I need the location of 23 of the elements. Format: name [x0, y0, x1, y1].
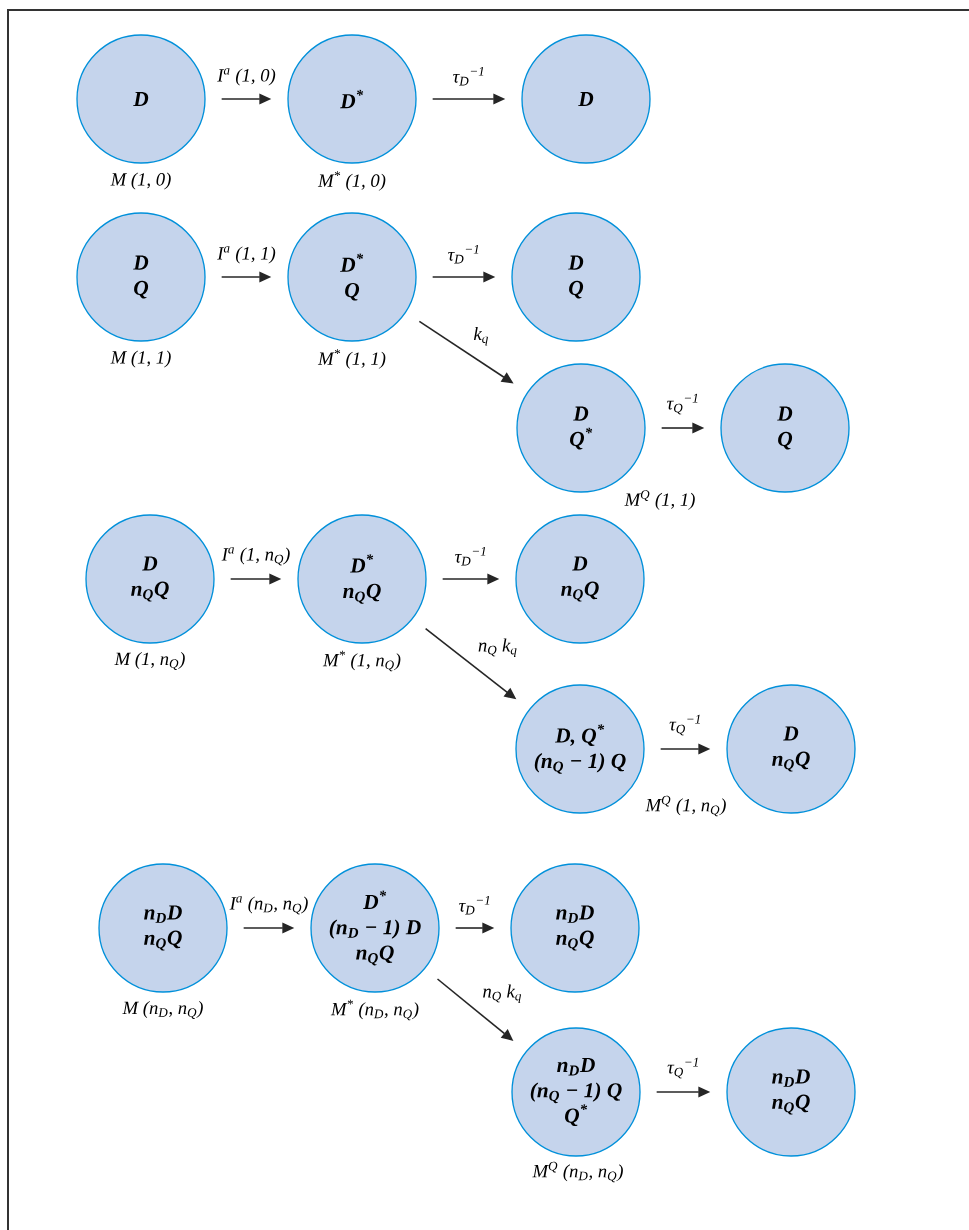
state-label: M$^{Q}$ (1, 1): [624, 490, 695, 510]
state-label: M$^{*}$ (n$_{D}$, n$_{Q}$): [330, 999, 419, 1021]
state-label: M (1, n$_{Q}$): [114, 652, 185, 670]
edge-label: k$_{q}$: [472, 325, 491, 347]
edge-label: τ$_{D}$−1: [457, 894, 493, 916]
edge-label: τ$_{D}$−1: [453, 545, 489, 567]
state-label: M$^{*}$ (1, n$_{Q}$): [322, 650, 401, 672]
state-label: M$^{*}$ (1, 1): [317, 349, 386, 369]
edge-label: τ$_{D}$−1: [446, 243, 482, 265]
edge-label: I$^{a}$ (n$_{D}$, n$_{Q}$): [228, 894, 310, 916]
state-label: M$^{*}$ (1, 0): [317, 171, 386, 191]
edge-label: τ$_{Q}$−1: [667, 713, 704, 737]
state-label: M (1, 0): [110, 172, 171, 190]
edge-label: I$^{a}$ (1, 0): [215, 67, 278, 87]
edge-label: τ$_{Q}$−1: [665, 1056, 702, 1080]
state-label: M (n$_{D}$, n$_{Q}$): [122, 1001, 203, 1019]
state-label: M$^{Q}$ (n$_{D}$, n$_{Q}$): [532, 1161, 623, 1183]
state-label: M (1, 1): [110, 350, 171, 368]
edge-label: I$^{a}$ (1, n$_{Q}$): [220, 545, 292, 567]
edge-label: τ$_{Q}$−1: [665, 392, 701, 416]
edge-label: I$^{a}$ (1, 1): [215, 245, 278, 265]
state-label: M$^{Q}$ (1, n$_{Q}$): [645, 795, 726, 817]
edge-label: τ$_{D}$−1: [451, 65, 487, 87]
